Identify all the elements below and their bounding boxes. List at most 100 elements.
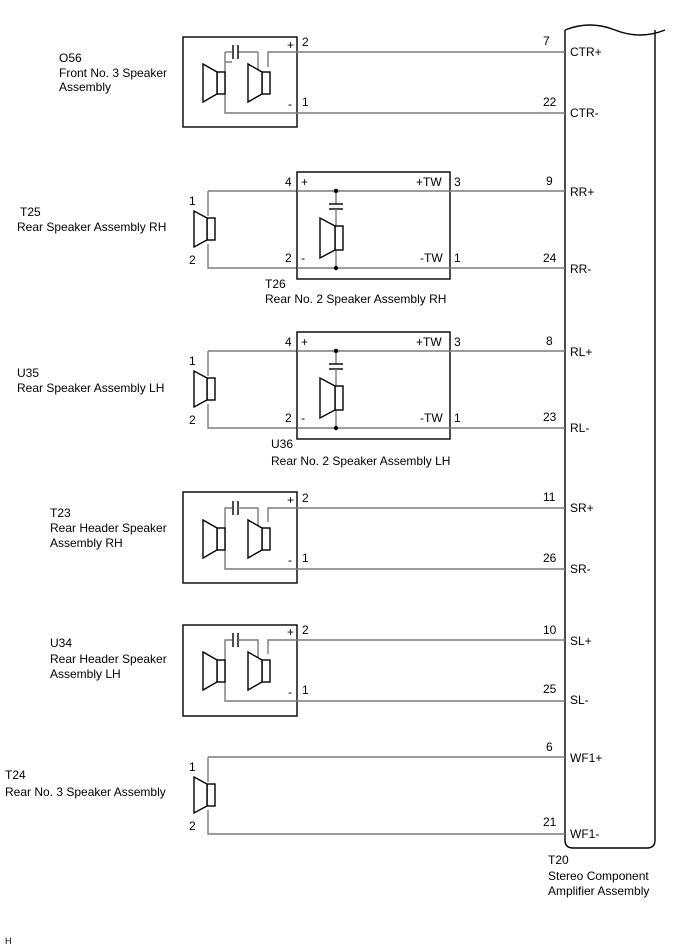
t26-pin-2: 2: [285, 251, 292, 265]
t26-pin-3: 3: [454, 175, 461, 189]
terminal-label: RR+: [570, 185, 594, 199]
o56-plus-sign: +: [287, 38, 294, 52]
component-u36: 4 + +TW 3 2 - -TW 1 U36 Rear No. 2 Speak…: [271, 331, 461, 468]
o56-pin-plus: 2: [302, 35, 309, 49]
terminal-label: WF1-: [570, 827, 599, 841]
component-o56: + - 2 1 O56 Front No. 3 Speaker Assembly: [59, 35, 309, 128]
t25-name: Rear Speaker Assembly RH: [17, 220, 166, 234]
t24-code: T24: [5, 768, 26, 782]
component-t26: 4 + +TW 3 2 - -TW 1 T26 Rear No. 2 Speak…: [265, 171, 461, 306]
terminal-label: RL-: [570, 421, 589, 435]
t23-box: [182, 491, 298, 584]
t26-code: T26: [265, 277, 286, 291]
component-t23: + - 2 1 T23 Rear Header Speaker Assembly…: [50, 491, 309, 584]
amplifier-code: T20: [548, 853, 569, 867]
footer-mark: H: [5, 936, 12, 946]
t26-minus-sign: -: [301, 251, 305, 265]
tweeter-speaker-icon: [247, 62, 271, 104]
u34-minus-sign: -: [288, 685, 292, 699]
u36-tw-minus: -TW: [420, 411, 443, 425]
t24-pin-1: 1: [189, 760, 196, 774]
terminal-pin: 6: [546, 740, 553, 754]
terminal-label: CTR+: [570, 45, 602, 59]
amplifier-name-line1: Stereo Component: [548, 869, 649, 883]
u34-name-line1: Rear Header Speaker: [50, 652, 167, 666]
terminal-pin: 25: [543, 682, 557, 696]
u36-pin-2: 2: [285, 411, 292, 425]
speaker-icon: [202, 62, 226, 104]
t26-box: [296, 171, 451, 280]
t26-name: Rear No. 2 Speaker Assembly RH: [265, 292, 446, 306]
component-t25: 1 2 T25 Rear Speaker Assembly RH: [17, 190, 297, 269]
amplifier-terminals: 7 CTR+ 22 CTR- 9 RR+ 24 RR- 8 RL+ 23 RL-…: [543, 34, 602, 841]
t24-pin-2: 2: [189, 819, 196, 833]
t26-pin-4: 4: [285, 175, 292, 189]
tweeter-speaker-icon: [247, 650, 271, 692]
terminal-pin: 11: [543, 490, 556, 504]
u34-code: U34: [50, 636, 72, 650]
terminal-label: RL+: [570, 345, 592, 359]
speaker-icon: [193, 775, 216, 815]
u35-code: U35: [17, 366, 39, 380]
t24-name: Rear No. 3 Speaker Assembly: [5, 785, 166, 799]
t26-pin-1: 1: [454, 251, 461, 265]
t25-pin-2: 2: [189, 253, 196, 267]
speaker-icon: [193, 369, 216, 409]
t23-pin-plus: 2: [302, 491, 309, 505]
u35-name: Rear Speaker Assembly LH: [17, 381, 164, 395]
terminal-pin: 23: [543, 410, 557, 424]
o56-minus-sign: -: [288, 97, 292, 111]
u36-name: Rear No. 2 Speaker Assembly LH: [271, 454, 450, 468]
terminal-pin: 26: [543, 551, 557, 565]
speaker-icon: [202, 650, 226, 692]
t23-minus-sign: -: [288, 553, 292, 567]
u36-pin-1: 1: [454, 411, 461, 425]
t23-name-line1: Rear Header Speaker: [50, 521, 167, 535]
u36-tw-plus: +TW: [416, 335, 442, 349]
component-u34: + - 2 1 U34 Rear Header Speaker Assembly…: [50, 623, 309, 717]
tweeter-speaker-icon: [247, 518, 271, 560]
u36-box: [296, 331, 451, 440]
terminal-pin: 9: [546, 174, 553, 188]
speaker-icon: [202, 518, 226, 560]
t23-pin-minus: 1: [302, 551, 309, 565]
u35-pin-1: 1: [189, 354, 196, 368]
t26-tw-plus: +TW: [416, 175, 442, 189]
terminal-pin: 7: [543, 34, 550, 48]
u36-plus-sign: +: [301, 335, 308, 349]
terminal-label: WF1+: [570, 751, 602, 765]
t23-plus-sign: +: [287, 493, 294, 507]
amplifier-name-line2: Amplifier Assembly: [548, 884, 649, 898]
u36-minus-sign: -: [301, 411, 305, 425]
u35-pin-2: 2: [189, 413, 196, 427]
capacitor-icon: [232, 501, 239, 515]
u34-name-line2: Assembly LH: [50, 667, 121, 681]
terminal-pin: 8: [546, 334, 553, 348]
tweeter-speaker-icon: [319, 216, 344, 260]
t25-code: T25: [20, 205, 41, 219]
capacitor-icon: [232, 45, 239, 59]
o56-box: [182, 36, 298, 128]
speaker-icon: [193, 209, 216, 249]
terminal-label: SR+: [570, 501, 594, 515]
terminal-pin: 21: [543, 815, 557, 829]
u36-pin-4: 4: [285, 335, 292, 349]
capacitor-icon: [232, 633, 239, 647]
u36-pin-3: 3: [454, 335, 461, 349]
terminal-label: RR-: [570, 262, 591, 276]
terminal-pin: 22: [543, 95, 557, 109]
o56-code: O56: [59, 51, 82, 65]
terminal-label: SL+: [570, 634, 592, 648]
o56-pin-minus: 1: [302, 95, 309, 109]
t23-name-line2: Assembly RH: [50, 536, 123, 550]
t23-code: T23: [50, 506, 71, 520]
t26-tw-minus: -TW: [420, 251, 443, 265]
tweeter-speaker-icon: [319, 376, 344, 420]
t26-plus-sign: +: [301, 175, 308, 189]
terminal-pin: 24: [543, 251, 557, 265]
amplifier-block: T20 Stereo Component Amplifier Assembly: [548, 24, 666, 898]
u36-code: U36: [271, 437, 293, 451]
u34-pin-minus: 1: [302, 683, 309, 697]
